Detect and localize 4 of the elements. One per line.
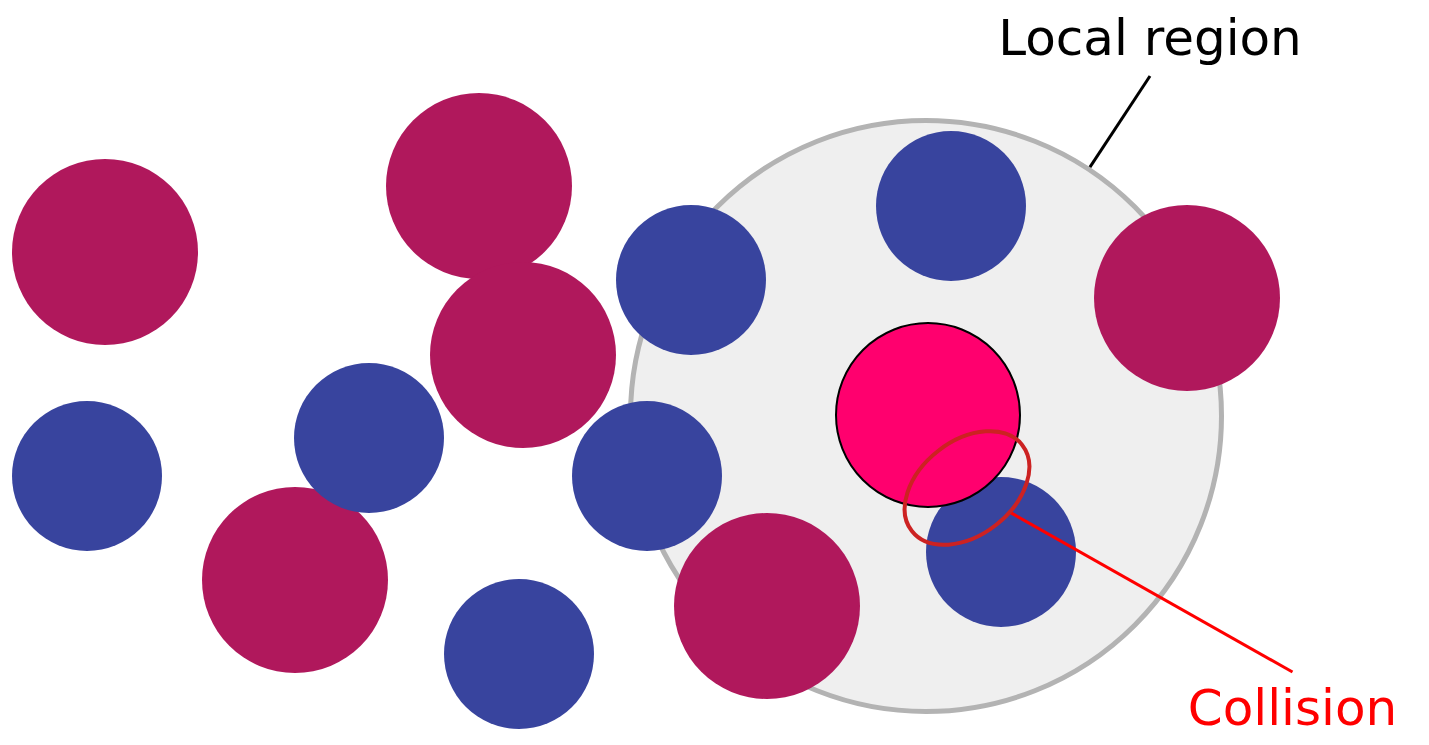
callout-label: Local region	[998, 7, 1302, 69]
leader-line	[1088, 75, 1152, 168]
leader-line	[1008, 510, 1294, 674]
callout-label: Collision	[1187, 678, 1398, 739]
